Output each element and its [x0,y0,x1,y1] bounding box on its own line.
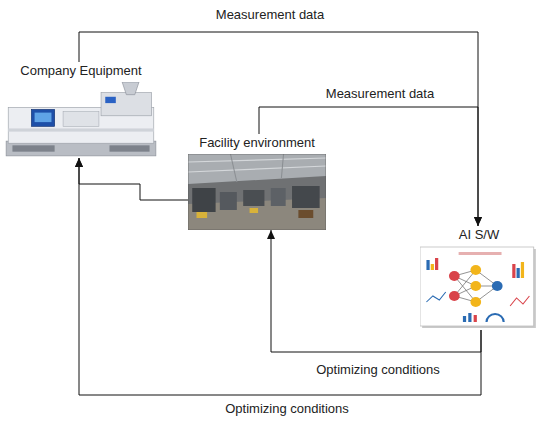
ai-software-picture-part [510,296,529,306]
ai-software-picture-part [470,297,481,307]
injection-machine-picture-part [35,113,52,123]
arrow-label: Optimizing conditions [313,362,443,378]
ai-software-picture-part [517,268,520,278]
ai-software-picture-part [435,258,438,270]
ai-software-picture-part [470,281,481,291]
factory-photo-part [188,154,326,230]
injection-machine-picture-part [12,145,54,151]
injection-machine-picture-part [122,82,139,95]
factory-photo-part [220,192,237,210]
arrow-label: Optimizing conditions [222,401,352,417]
factory-photo-part [192,188,215,212]
injection-machine-picture-part [105,97,116,103]
flow-arrow [79,158,188,200]
factory-photo [188,154,326,230]
factory-photo-part [243,190,264,206]
node-heading: Facility environment [188,134,326,152]
factory-photo-part [188,158,326,162]
factory-photo-part [230,154,236,182]
ai-software-picture-part [487,314,504,322]
ai-software-picture [420,246,538,330]
figure-node: AI S/W [420,226,538,330]
factory-photo-part [292,186,320,208]
injection-machine-picture-part [8,128,154,131]
ai-software-picture-part [431,264,434,270]
factory-photo-part [188,154,326,184]
factory-photo-part [271,188,286,206]
factory-photo-part [250,208,258,213]
factory-photo-part [281,154,283,178]
injection-machine-picture [4,82,158,158]
factory-photo-part [298,210,313,218]
factory-photo-part [188,166,326,172]
injection-machine-picture-part [101,93,152,116]
figure-node: Facility environment [188,134,326,230]
ai-software-picture-part [426,292,445,302]
injection-machine-picture-part [109,145,149,151]
factory-photo-part [196,212,207,218]
ai-software-picture-part [470,265,481,275]
injection-machine-picture-part [31,109,54,126]
ai-software-picture-part [512,264,515,278]
figure-node: Company Equipment [4,62,158,158]
ai-software-picture-part [474,315,477,322]
ai-software-picture-part [449,291,460,301]
ai-software-picture-part [468,313,471,322]
injection-machine-picture-part [63,112,99,127]
arrow-label: Measurement data [323,86,437,102]
arrow-label: Measurement data [213,7,327,23]
ai-software-picture-part [521,262,524,278]
ai-software-picture-part [449,271,460,281]
ai-software-picture-part [420,247,534,326]
node-heading: AI S/W [420,226,538,244]
ai-software-picture-part [426,260,429,270]
ai-software-picture-part [463,316,466,322]
ai-software-picture-part [492,281,503,291]
node-heading: Company Equipment [4,62,158,80]
ai-software-picture-part [459,252,502,255]
factory-photo-part [188,154,326,230]
